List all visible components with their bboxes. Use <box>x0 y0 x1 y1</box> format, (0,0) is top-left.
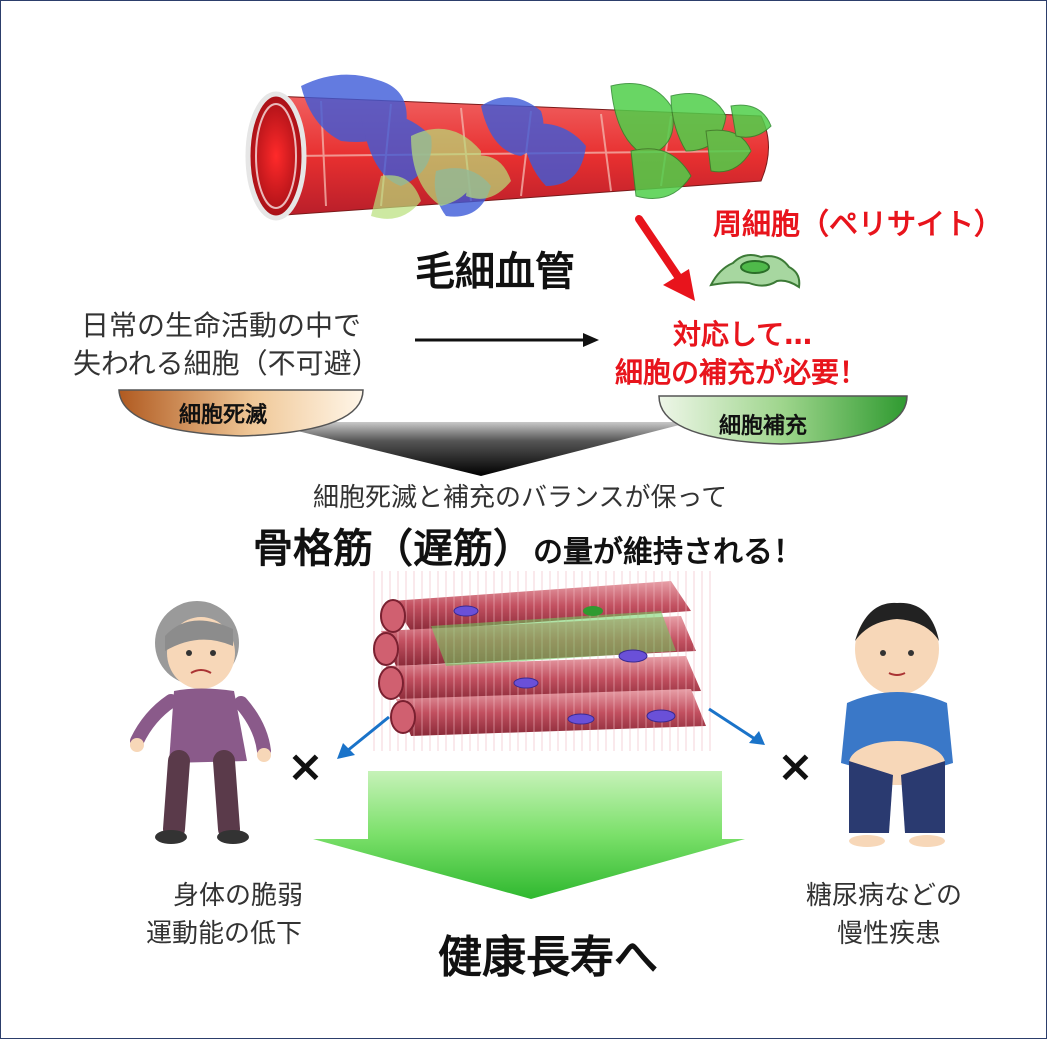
balance-text: 細胞死滅と補充のバランスが保って <box>313 483 728 513</box>
blue-arrow-right-icon <box>708 707 765 745</box>
cell-supply-badge: 細胞補充 <box>719 414 808 439</box>
pericyte-cell-icon <box>709 254 801 289</box>
chronic-disease-line1: 糖尿病などの <box>806 881 963 911</box>
cell-death-description-line2: 失われる細胞（不可避） <box>73 347 380 380</box>
response-line1: 対応して… <box>673 318 813 351</box>
muscle-maintenance-text: 骨格筋（遅筋）の量が維持される！ <box>253 516 803 574</box>
capillary-illustration <box>245 74 772 221</box>
x-mark-left: × <box>287 741 324 792</box>
muscle-fiber-illustration <box>371 571 711 751</box>
chronic-disease-line2: 慢性疾患 <box>837 919 942 949</box>
healthy-longevity-text: 健康長寿へ <box>438 932 658 983</box>
blue-arrow-left-icon <box>337 715 390 759</box>
black-arrow-icon <box>415 333 599 347</box>
response-line2: 細胞の補充が必要！ <box>615 356 868 389</box>
pericyte-label: 周細胞（ペリサイト） <box>713 207 1004 241</box>
overweight-person-illustration <box>841 602 953 847</box>
frail-elderly-person-illustration <box>130 601 271 844</box>
red-arrow-icon <box>635 215 695 301</box>
balance-seesaw <box>118 389 908 476</box>
muscle-text-emphasis: 骨格筋（遅筋） <box>253 526 533 572</box>
cell-death-description-line1: 日常の生命活動の中で <box>81 309 362 342</box>
x-mark-right: × <box>777 741 814 792</box>
green-down-arrow-icon <box>313 771 745 899</box>
frailty-line2: 運動能の低下 <box>146 919 303 949</box>
frailty-line1: 身体の脆弱 <box>173 881 304 911</box>
capillary-title: 毛細血管 <box>415 249 575 295</box>
cell-death-badge: 細胞死滅 <box>179 403 268 428</box>
muscle-text-rest: の量が維持される！ <box>533 535 803 570</box>
